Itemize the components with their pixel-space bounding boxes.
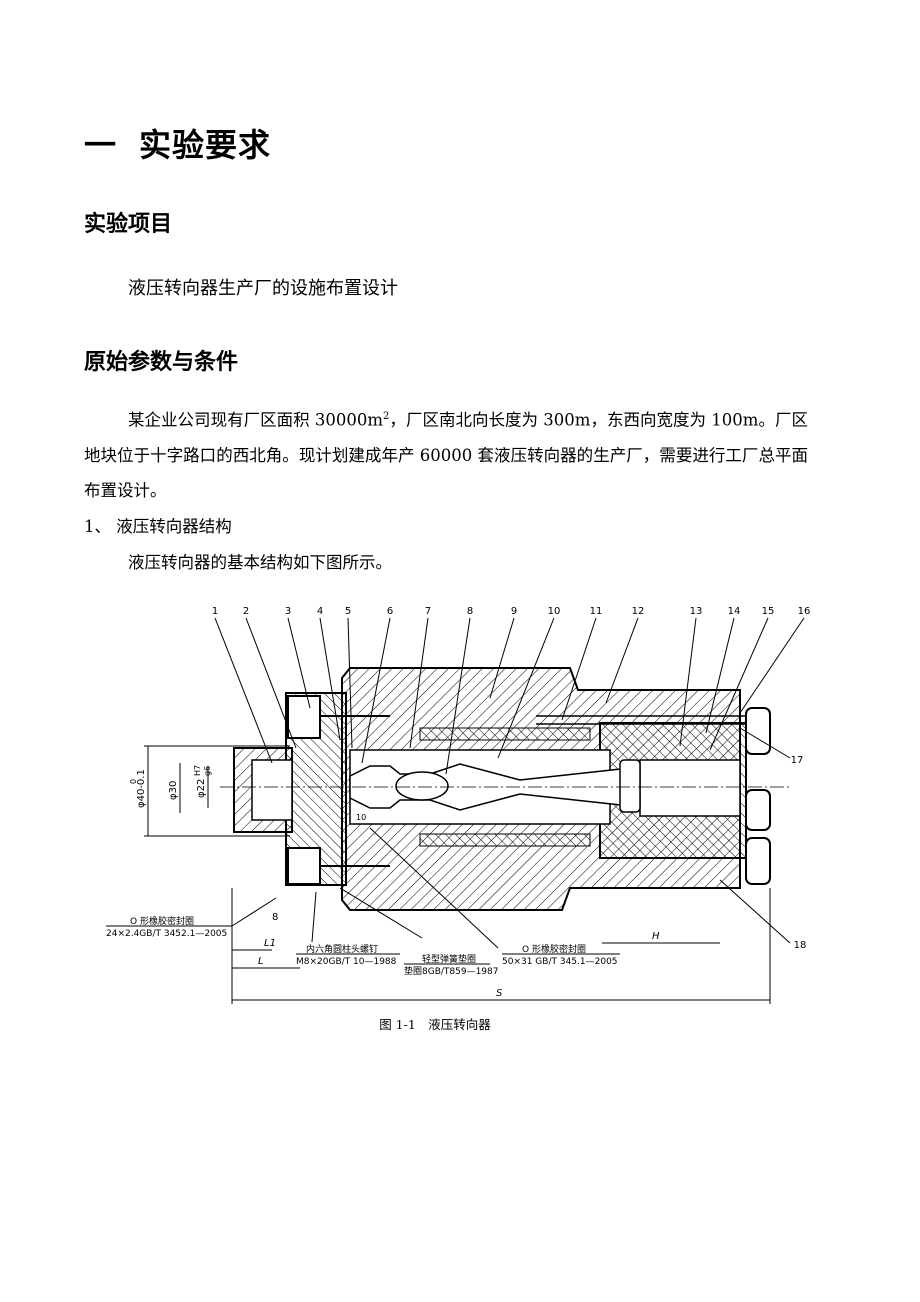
dim-phi30: φ30 (168, 781, 179, 800)
section-title-project: 实验项目 (84, 212, 173, 237)
section-title-params: 原始参数与条件 (84, 350, 239, 375)
heading-number: 一 (84, 126, 118, 164)
dim-fit-h7: H7 (193, 765, 202, 776)
dim-10: 10 (356, 813, 366, 822)
part-number-5: 5 (345, 606, 351, 617)
heading-title: 实验要求 (139, 126, 272, 164)
part-number-10: 10 (548, 606, 561, 617)
part-number-17: 17 (791, 755, 804, 766)
part-number-11: 11 (590, 606, 603, 617)
structure-intro: 液压转向器的基本结构如下图所示。 (128, 553, 392, 572)
figure-caption: 图 1-1 液压转向器 (379, 1017, 491, 1032)
callout-oring-right-name: O 形橡胶密封圈 (522, 943, 586, 955)
callout-oring-left-name: O 形橡胶密封圈 (130, 915, 194, 927)
callout-washer-spec: 垫圈8GB/T859—1987 (404, 965, 499, 977)
params-paragraph: 某企业公司现有厂区面积 30000m2，厂区南北向长度为 300m，东西向宽度为… (84, 399, 808, 508)
figure-steering-unit: 1 2 3 4 5 6 7 8 9 10 11 12 13 14 15 16 1… (100, 598, 820, 1010)
callout-bolt-name: 内六角圆柱头螺钉 (306, 943, 378, 955)
part-number-6: 6 (387, 606, 393, 617)
part-number-1: 1 (212, 606, 218, 617)
part-number-3: 3 (285, 606, 291, 617)
part-number-2: 2 (243, 606, 249, 617)
part-number-15: 15 (762, 606, 775, 617)
dim-l1: L1 (264, 938, 276, 949)
part-number-18: 18 (794, 940, 807, 951)
part-number-12: 12 (632, 606, 645, 617)
dim-phi22: φ22 (196, 779, 207, 798)
part-number-7: 7 (425, 606, 431, 617)
part-number-8: 8 (467, 606, 473, 617)
dim-8: 8 (272, 912, 278, 923)
part-number-9: 9 (511, 606, 517, 617)
dim-h: H (652, 931, 660, 942)
part-number-14: 14 (728, 606, 741, 617)
part-number-4: 4 (317, 606, 323, 617)
para-superscript: 2 (383, 411, 390, 422)
callout-bolt-spec: M8×20GB/T 10—1988 (296, 957, 397, 967)
main-heading: 一实验要求 (84, 120, 271, 166)
part-number-13: 13 (690, 606, 703, 617)
callout-oring-left-spec: 24×2.4GB/T 3452.1—2005 (106, 929, 227, 939)
dim-fit-g6: g6 (203, 766, 212, 776)
dim-phi40-upper: 0 (129, 779, 138, 784)
para-text-b: ，厂区南北向长度为 300m，东西向宽度为 100m。厂区地块位于十字路口的西北… (84, 410, 808, 500)
list-item-structure: 1、 液压转向器结构 (84, 517, 232, 536)
dim-s: S (496, 988, 503, 999)
dim-l: L (258, 956, 264, 967)
callout-oring-right-spec: 50×31 GB/T 345.1—2005 (502, 957, 618, 967)
part-number-16: 16 (798, 606, 811, 617)
para-text-a: 某企业公司现有厂区面积 30000m (128, 410, 384, 430)
dim-phi40: φ40-0.1 (136, 769, 147, 808)
project-name: 液压转向器生产厂的设施布置设计 (128, 278, 398, 299)
steering-unit-drawing: 1 2 3 4 5 6 7 8 9 10 11 12 13 14 15 16 1… (106, 606, 811, 1004)
callout-washer-name: 轻型弹簧垫圈 (422, 953, 476, 965)
